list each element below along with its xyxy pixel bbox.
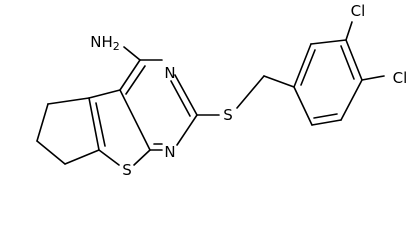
bond-py-n3-c2-b (170, 80, 191, 117)
bond-cl-meta (345, 21, 353, 41)
thiophene-sulfur-label: S (122, 161, 132, 179)
pyrimidine-n3-label: N (164, 64, 175, 82)
bond-py-c4-c4a-b (125, 65, 146, 95)
bond-s-ch2 (236, 75, 265, 109)
bond-bz-3b (340, 45, 355, 80)
bonds (36, 21, 385, 166)
bond-th-fused-double-a (88, 97, 100, 151)
bond-py-fused (119, 89, 151, 151)
bond-th-c-c (88, 89, 121, 99)
bond-cp-3 (36, 140, 66, 165)
bond-bz-2 (310, 39, 347, 45)
bond-bz-1b (300, 49, 316, 86)
bond-bz-6 (293, 86, 313, 126)
chemical-structure-diagram: NH2 N N S S Cl Cl (36, 2, 407, 179)
amine-label: NH2 (90, 33, 120, 53)
bond-th-fused-double-b (95, 102, 106, 147)
bond-ch2-ar (263, 75, 295, 88)
bond-th-s-c (133, 149, 151, 166)
bond-bz-4 (340, 79, 363, 121)
bond-th-c-s (98, 149, 120, 166)
chlorine-meta-label: Cl (351, 2, 366, 20)
bond-cp-4 (64, 149, 100, 165)
thioether-sulfur-label: S (223, 106, 233, 124)
bond-bz-1 (293, 43, 312, 88)
bond-bz-5b (313, 113, 338, 119)
bond-py-c4-c4a-a (119, 59, 141, 91)
pyrimidine-n1-label: N (164, 143, 175, 161)
bond-cl-para (361, 75, 385, 81)
bond-cp-2 (36, 103, 49, 142)
bond-bz-3 (345, 39, 363, 81)
bond-py-n3-c2-a (174, 74, 198, 116)
atom-labels: NH2 N N S S Cl Cl (90, 2, 407, 179)
bond-c4-nh2 (123, 46, 141, 61)
chlorine-para-label: Cl (393, 69, 408, 87)
bond-cp-1 (47, 97, 90, 105)
bond-py-c2-n1 (176, 114, 198, 146)
bond-bz-5 (311, 119, 342, 126)
